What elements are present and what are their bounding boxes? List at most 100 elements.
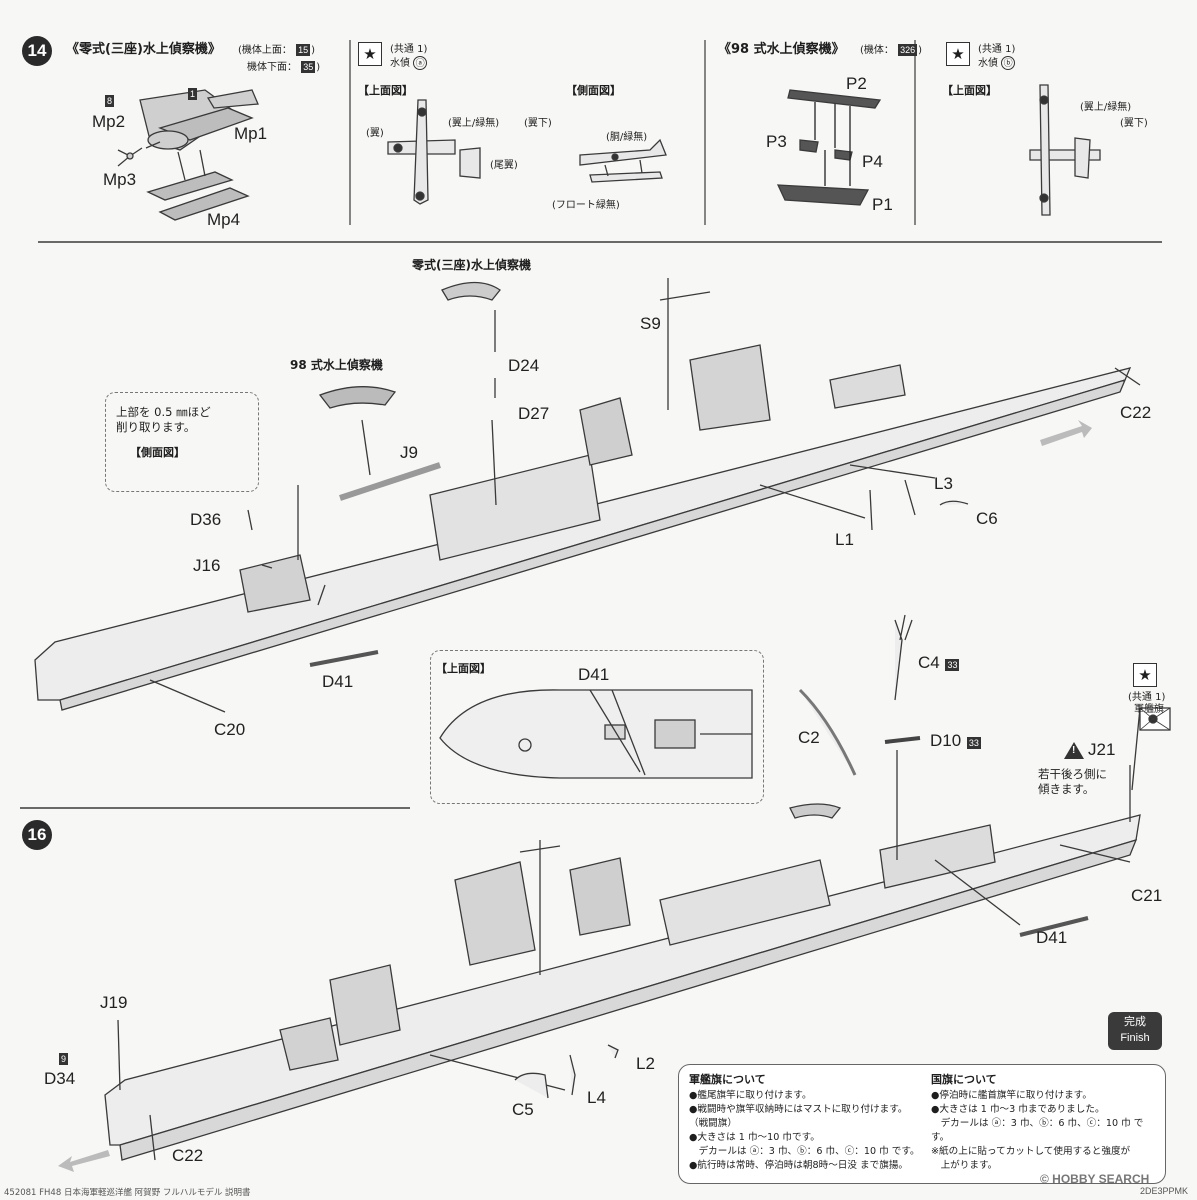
part-d34: D34 xyxy=(44,1069,76,1088)
part-mp4: Mp4 xyxy=(207,210,241,229)
zero-tail-label: (尾翼) xyxy=(490,160,518,171)
flag-note-line: 上がります。 xyxy=(931,1160,998,1171)
ensign-note-line: （戦闘旗） xyxy=(689,1118,737,1129)
common-star-icon-b: ★ xyxy=(946,42,970,66)
common-1-a: (共通 1) xyxy=(390,44,428,55)
paren: ) xyxy=(316,62,321,73)
type98-body-label: (機体： xyxy=(860,45,894,56)
paren: ) xyxy=(918,45,923,56)
type98-wing-lower-label: (翼下) xyxy=(1120,118,1148,129)
flag-notes: 国旗について ●停泊時に艦首旗竿に取り付けます。 ●大きさは 1 巾〜3 巾まで… xyxy=(931,1073,1159,1173)
common-1-b: (共通 1) xyxy=(978,44,1016,55)
part-d27: D27 xyxy=(518,404,550,423)
type98-body: (機体： 326) xyxy=(860,41,922,56)
zero-body-upper-number: 15 xyxy=(296,44,311,56)
part-d24: D24 xyxy=(508,356,540,375)
inset-top-view-heading: 【上面図】 xyxy=(436,662,491,675)
zero-body-upper-label: (機体上面： xyxy=(238,45,292,56)
ensign-note-line: ●航行時は常時、停泊時は朝8時〜日没 まで旗揚。 xyxy=(689,1160,908,1171)
part-c4: C4 33 xyxy=(918,653,960,673)
top-view-inset-box xyxy=(430,650,764,804)
notes-box: 軍艦旗について ●艦尾旗竿に取り付けます。 ●戦闘時や旗竿収納時にはマストに取り… xyxy=(678,1064,1166,1184)
shave-note-line-1: 上部を 0.5 ㎜ほど xyxy=(116,405,211,419)
zero-wing-upper-label: (翼上/緑無) xyxy=(448,118,500,129)
type98-wing-upper-label: (翼上/緑無) xyxy=(1080,102,1132,113)
finish-en: Finish xyxy=(1120,1032,1150,1044)
part-l1: L1 xyxy=(835,530,854,549)
part-c22-step16: C22 xyxy=(172,1146,204,1165)
part-c5: C5 xyxy=(512,1100,534,1119)
zero-side-view xyxy=(579,138,667,183)
mark-b: ⓑ xyxy=(1001,56,1016,70)
zero-float-green-label: (フロート緑無) xyxy=(552,200,620,211)
part-c2: C2 xyxy=(798,728,820,747)
part-c22: C22 xyxy=(1120,403,1152,422)
type98-body-number: 326 xyxy=(898,44,918,56)
part-s9: S9 xyxy=(640,314,661,333)
mark-a: ⓐ xyxy=(413,56,428,70)
part-l2: L2 xyxy=(636,1054,655,1073)
part-box-1: 1 xyxy=(188,88,198,100)
common-star-icon-a: ★ xyxy=(358,42,382,66)
zero-body-green-label: (胴/緑無) xyxy=(606,132,648,143)
type98-top-view-heading: 【上面図】 xyxy=(942,84,997,97)
part-d10-number: 33 xyxy=(966,737,981,749)
part-p3: P3 xyxy=(766,132,787,151)
type98-label: 98 式水上偵察機 xyxy=(290,358,383,372)
shave-note-box xyxy=(105,392,259,492)
ensign-note-line: ●艦尾旗竿に取り付けます。 xyxy=(689,1090,812,1101)
ensign-notes-title: 軍艦旗について xyxy=(689,1073,766,1086)
flag-note-line: ※紙の上に貼ってカットして使用すると強度が xyxy=(931,1146,1131,1157)
common-1-ensign: (共通 1) xyxy=(1128,692,1166,703)
part-mp3: Mp3 xyxy=(103,170,137,189)
zero-body-lower-label: 機体下面： xyxy=(247,62,297,73)
zero-top-view-heading: 【上面図】 xyxy=(358,84,413,97)
type98-top-view xyxy=(1029,84,1101,216)
seaplane-a-label: 水偵 xyxy=(390,58,410,69)
type98-exploded xyxy=(776,89,882,206)
part-p2: P2 xyxy=(846,74,867,93)
seaplane-b-label: 水偵 xyxy=(978,58,998,69)
zero-seaplane-title: 《零式(三座)水上偵察機》 xyxy=(66,42,221,57)
part-mp2: Mp2 xyxy=(92,112,126,131)
paren: ) xyxy=(311,45,316,56)
part-j19: J19 xyxy=(100,993,128,1012)
footer-caption: 452081 FH48 日本海軍軽巡洋艦 阿賀野 フルハルモデル 説明書 xyxy=(4,1188,251,1198)
zero-wing-lower-label: (翼下) xyxy=(524,118,552,129)
ship-step15 xyxy=(34,278,1141,713)
part-j16: J16 xyxy=(193,556,221,575)
seaplane-b: 水偵 ⓑ xyxy=(978,54,1016,70)
warning-icon xyxy=(1064,742,1084,760)
finish-jp: 完成 xyxy=(1124,1016,1146,1028)
ensign-flag-drawing xyxy=(1131,707,1171,791)
part-j9: J9 xyxy=(400,443,418,462)
zero-seaplane-label: 零式(三座)水上偵察機 xyxy=(412,258,531,272)
ensign-note-line: デカールは ⓐ：3 巾、ⓑ：6 巾、ⓒ：10 巾 です。 xyxy=(689,1146,920,1157)
zero-body-lower: 機体下面： 35) xyxy=(247,58,320,73)
part-c20: C20 xyxy=(214,720,246,739)
part-l4: L4 xyxy=(587,1088,606,1107)
part-d41: D41 xyxy=(322,672,354,691)
seaplane-a: 水偵 ⓐ xyxy=(390,54,428,70)
shave-note-line-2: 削り取ります。 xyxy=(116,420,196,434)
step-16-number: 16 xyxy=(22,820,52,850)
zero-body-upper: (機体上面： 15) xyxy=(238,41,315,56)
flag-notes-title: 国旗について xyxy=(931,1073,997,1086)
part-p4: P4 xyxy=(862,152,883,171)
zero-seaplane-exploded xyxy=(117,89,259,221)
zero-wing-label: (翼) xyxy=(366,128,384,139)
part-d41-inset: D41 xyxy=(578,665,610,684)
part-c4-number: 33 xyxy=(945,659,960,671)
part-j21-label: J21 xyxy=(1088,740,1116,759)
part-d10-label: D10 xyxy=(930,731,962,750)
zero-side-view-heading: 【側面図】 xyxy=(566,84,621,97)
part-j21: J21 xyxy=(1064,740,1115,760)
ensign-notes: 軍艦旗について ●艦尾旗竿に取り付けます。 ●戦闘時や旗竿収納時にはマストに取り… xyxy=(689,1073,925,1173)
type98-title: 《98 式水上偵察機》 xyxy=(718,42,845,57)
part-c21: C21 xyxy=(1131,886,1163,905)
flag-note-line: ●停泊時に艦首旗竿に取り付けます。 xyxy=(931,1090,1092,1101)
part-c6: C6 xyxy=(976,509,998,528)
ensign-note-line: ●大きさは 1 巾〜10 巾です。 xyxy=(689,1132,820,1143)
